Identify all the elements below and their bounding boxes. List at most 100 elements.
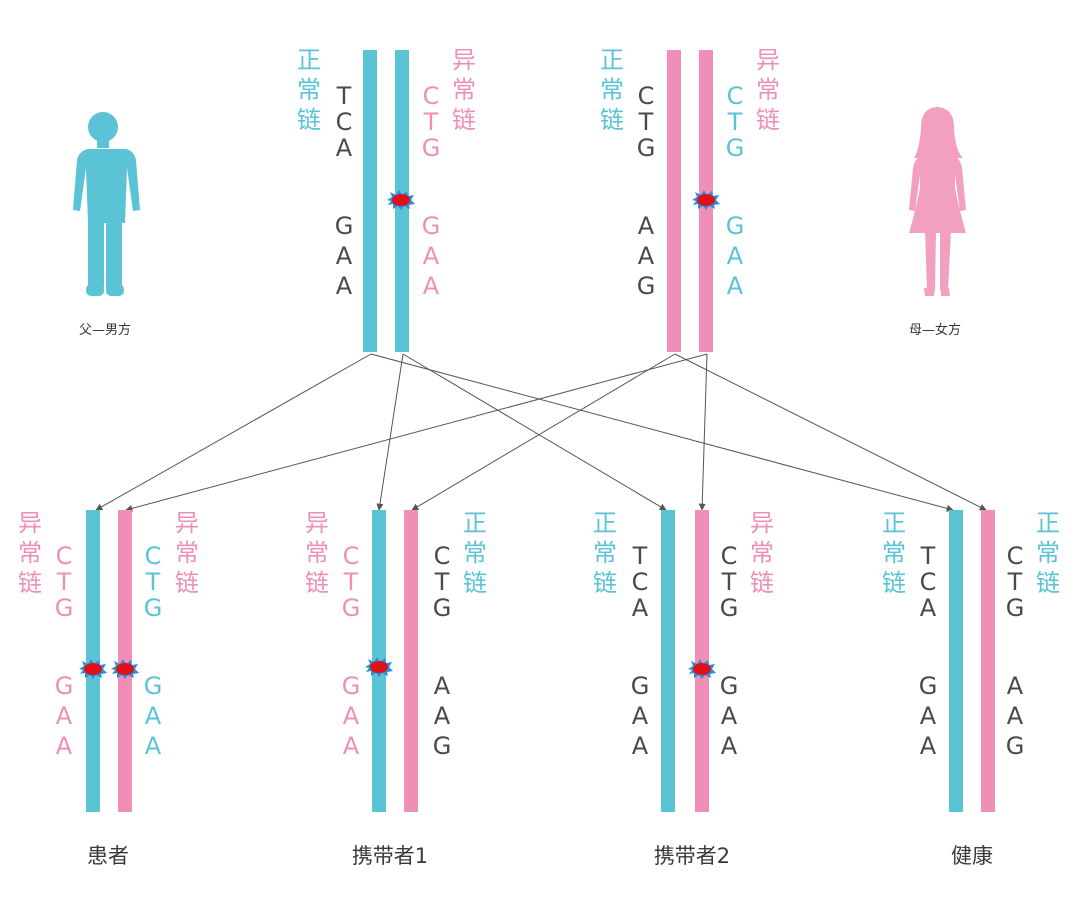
base-letter: G — [421, 134, 441, 162]
base-letter: A — [1006, 702, 1024, 730]
base-letter: G — [719, 672, 739, 700]
strand-label-abnormal: 异常链 — [305, 509, 329, 597]
base-letter: T — [434, 568, 450, 596]
base-letter: T — [56, 568, 72, 596]
base-letter: A — [726, 272, 744, 300]
base-letter: G — [421, 212, 441, 240]
strand-label-normal: 正常链 — [593, 509, 617, 597]
base-letter: A — [433, 672, 451, 700]
child-caption-carrier2: 携带者2 — [653, 844, 731, 868]
base-letter: A — [144, 732, 162, 760]
patient-maternal-chromosome — [118, 510, 132, 812]
carrier2-paternal-chromosome — [661, 510, 675, 812]
base-letter: C — [1006, 542, 1024, 570]
base-letter: A — [335, 134, 353, 162]
inheritance-arrow — [411, 353, 676, 511]
child-caption-healthy: 健康 — [951, 844, 993, 868]
mother-normal-chromosome — [667, 50, 681, 352]
base-letter: G — [54, 672, 74, 700]
base-letter: A — [631, 594, 649, 622]
strand-label-normal: 正常链 — [600, 46, 624, 134]
base-letter: A — [422, 242, 440, 270]
base-letter: A — [342, 732, 360, 760]
strand-label-abnormal: 异常链 — [175, 509, 199, 597]
patient-paternal-chromosome — [86, 510, 100, 812]
strand-label-normal: 正常链 — [463, 509, 487, 597]
strand-label-normal: 正常链 — [297, 46, 321, 134]
base-letter: A — [631, 702, 649, 730]
base-letter: T — [343, 568, 359, 596]
base-letter: A — [637, 212, 655, 240]
strand-label-abnormal: 异常链 — [452, 46, 476, 134]
base-letter: G — [341, 672, 361, 700]
father-figure-icon — [73, 112, 140, 296]
base-letter: C — [433, 542, 451, 570]
base-letter: G — [725, 134, 745, 162]
base-letter: T — [1007, 568, 1023, 596]
base-letter: A — [335, 242, 353, 270]
inheritance-arrow — [125, 353, 708, 512]
base-letter: A — [726, 242, 744, 270]
base-letter: T — [145, 568, 161, 596]
base-letter: A — [422, 272, 440, 300]
base-letter: G — [143, 594, 163, 622]
base-letter: T — [638, 108, 654, 136]
carrier1-maternal-chromosome — [404, 510, 418, 812]
base-letter: G — [719, 594, 739, 622]
base-letter: A — [637, 242, 655, 270]
base-letter: C — [342, 542, 360, 570]
base-letter: A — [144, 702, 162, 730]
base-letter: A — [55, 702, 73, 730]
base-letter: A — [919, 732, 937, 760]
base-letter: C — [55, 542, 73, 570]
base-letter: A — [720, 732, 738, 760]
father-normal-chromosome — [363, 50, 377, 352]
mother-caption: 母—女方 — [908, 323, 961, 338]
inheritance-arrow — [370, 353, 954, 512]
base-letter: T — [336, 82, 352, 110]
healthy-paternal-chromosome — [949, 510, 963, 812]
inheritance-arrow — [95, 353, 372, 511]
base-letter: C — [720, 542, 738, 570]
child-caption-carrier1: 携带者1 — [351, 844, 429, 868]
base-letter: C — [637, 82, 655, 110]
strand-label-abnormal: 异常链 — [756, 46, 780, 134]
carrier2-maternal-chromosome — [695, 510, 709, 812]
base-letter: A — [919, 594, 937, 622]
base-letter: G — [432, 594, 452, 622]
inheritance-arrow — [376, 353, 404, 511]
base-letter: C — [335, 108, 353, 136]
base-letter: A — [1006, 672, 1024, 700]
base-letter: C — [144, 542, 162, 570]
base-letter: G — [918, 672, 938, 700]
strand-label-abnormal: 异常链 — [750, 509, 774, 597]
base-letter: T — [423, 108, 439, 136]
base-letter: A — [342, 702, 360, 730]
child-caption-patient: 患者 — [87, 844, 129, 868]
base-letter: G — [636, 134, 656, 162]
base-letter: T — [721, 568, 737, 596]
base-letter: A — [335, 272, 353, 300]
base-letter: A — [919, 702, 937, 730]
base-letter: G — [1005, 594, 1025, 622]
inheritance-arrow — [698, 353, 708, 511]
inheritance-arrow — [674, 353, 987, 511]
base-letter: C — [919, 568, 937, 596]
base-letter: C — [631, 568, 649, 596]
base-letter: T — [632, 542, 648, 570]
base-letter: G — [432, 732, 452, 760]
base-letter: G — [143, 672, 163, 700]
base-letter: G — [334, 212, 354, 240]
strand-label-normal: 正常链 — [882, 509, 906, 597]
strand-label-abnormal: 异常链 — [18, 509, 42, 597]
base-letter: A — [720, 702, 738, 730]
base-letter: T — [727, 108, 743, 136]
base-letter: G — [341, 594, 361, 622]
father-caption: 父—男方 — [78, 323, 131, 338]
base-letter: C — [422, 82, 440, 110]
base-letter: G — [725, 212, 745, 240]
base-letter: G — [1005, 732, 1025, 760]
base-letter: G — [54, 594, 74, 622]
base-letter: A — [433, 702, 451, 730]
